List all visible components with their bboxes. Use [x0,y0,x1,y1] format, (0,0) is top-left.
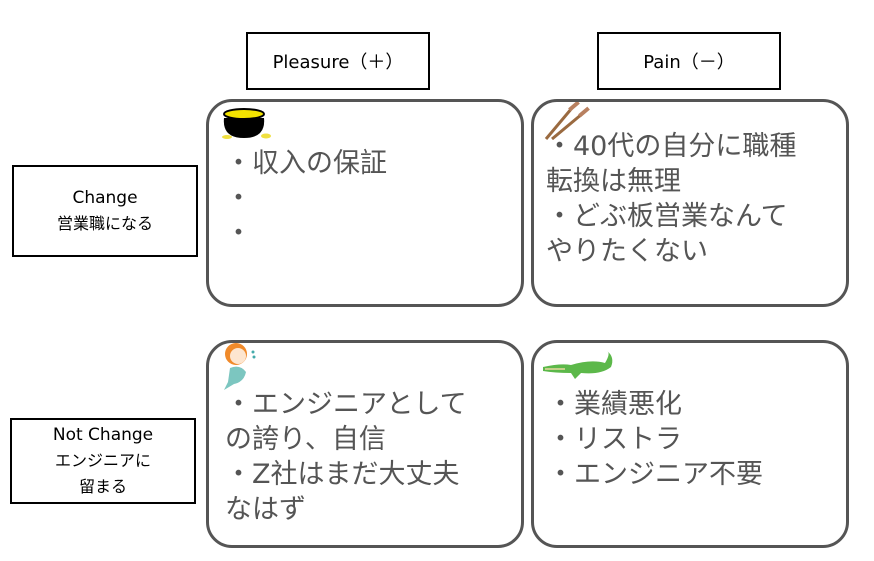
row-label-change: Change 営業職になる [12,165,198,257]
cell-line: ・どぶ板営業なんて [546,201,788,232]
column-header-pleasure: Pleasure（＋） [246,32,430,90]
cell-line: の誇り、自信 [225,424,386,455]
cell-line: ・ [225,183,252,214]
row-subtitle: 営業職になる [56,214,153,233]
column-header-label: Pleasure（＋） [272,52,404,73]
cell-line: ・リストラ [547,424,682,455]
cell-line: ・エンジニアとして [225,389,467,420]
cell-line: ・Z社はまだ大丈夫 [225,459,460,490]
crutches-icon [544,102,590,140]
cell-stay-pleasure [206,340,524,548]
cell-line: ・業績悪化 [547,389,682,420]
cell-line: ・エンジニア不要 [547,459,763,490]
cell-change-pain [531,99,849,307]
cell-line: やりたくない [546,236,708,267]
row-title: Not Change [52,425,154,445]
cell-line: なはず [225,494,306,525]
row-subtitle: エンジニアに [54,451,151,470]
gold-pot-icon [222,108,271,139]
cell-line: ・40代の自分に職種 [546,131,797,162]
crocodile-icon [543,351,613,379]
cell-text-stay-pain: ・業績悪化 ・リストラ ・エンジニア不要 [547,387,763,492]
cell-line: ・収入の保証 [225,148,387,179]
cell-line: ・ [225,218,252,249]
mermaid-icon [224,343,256,390]
column-header-label: Pain（－） [643,52,735,73]
cell-text-change-pain: ・40代の自分に職種 転換は無理 ・どぶ板営業なんて やりたくない [546,129,796,269]
row-label-not-change: Not Change エンジニアに 留まる [10,418,196,504]
column-header-pain: Pain（－） [597,32,781,90]
cell-text-stay-pleasure: ・エンジニアとして の誇り、自信 ・Z社はまだ大丈夫 なはず [225,387,467,527]
cell-text-change-pleasure: ・収入の保証 ・ ・ [225,146,387,251]
row-title: Change [72,188,138,208]
row-subtitle: 留まる [78,477,127,496]
cell-stay-pain [531,340,849,548]
cell-line: 転換は無理 [546,166,681,197]
